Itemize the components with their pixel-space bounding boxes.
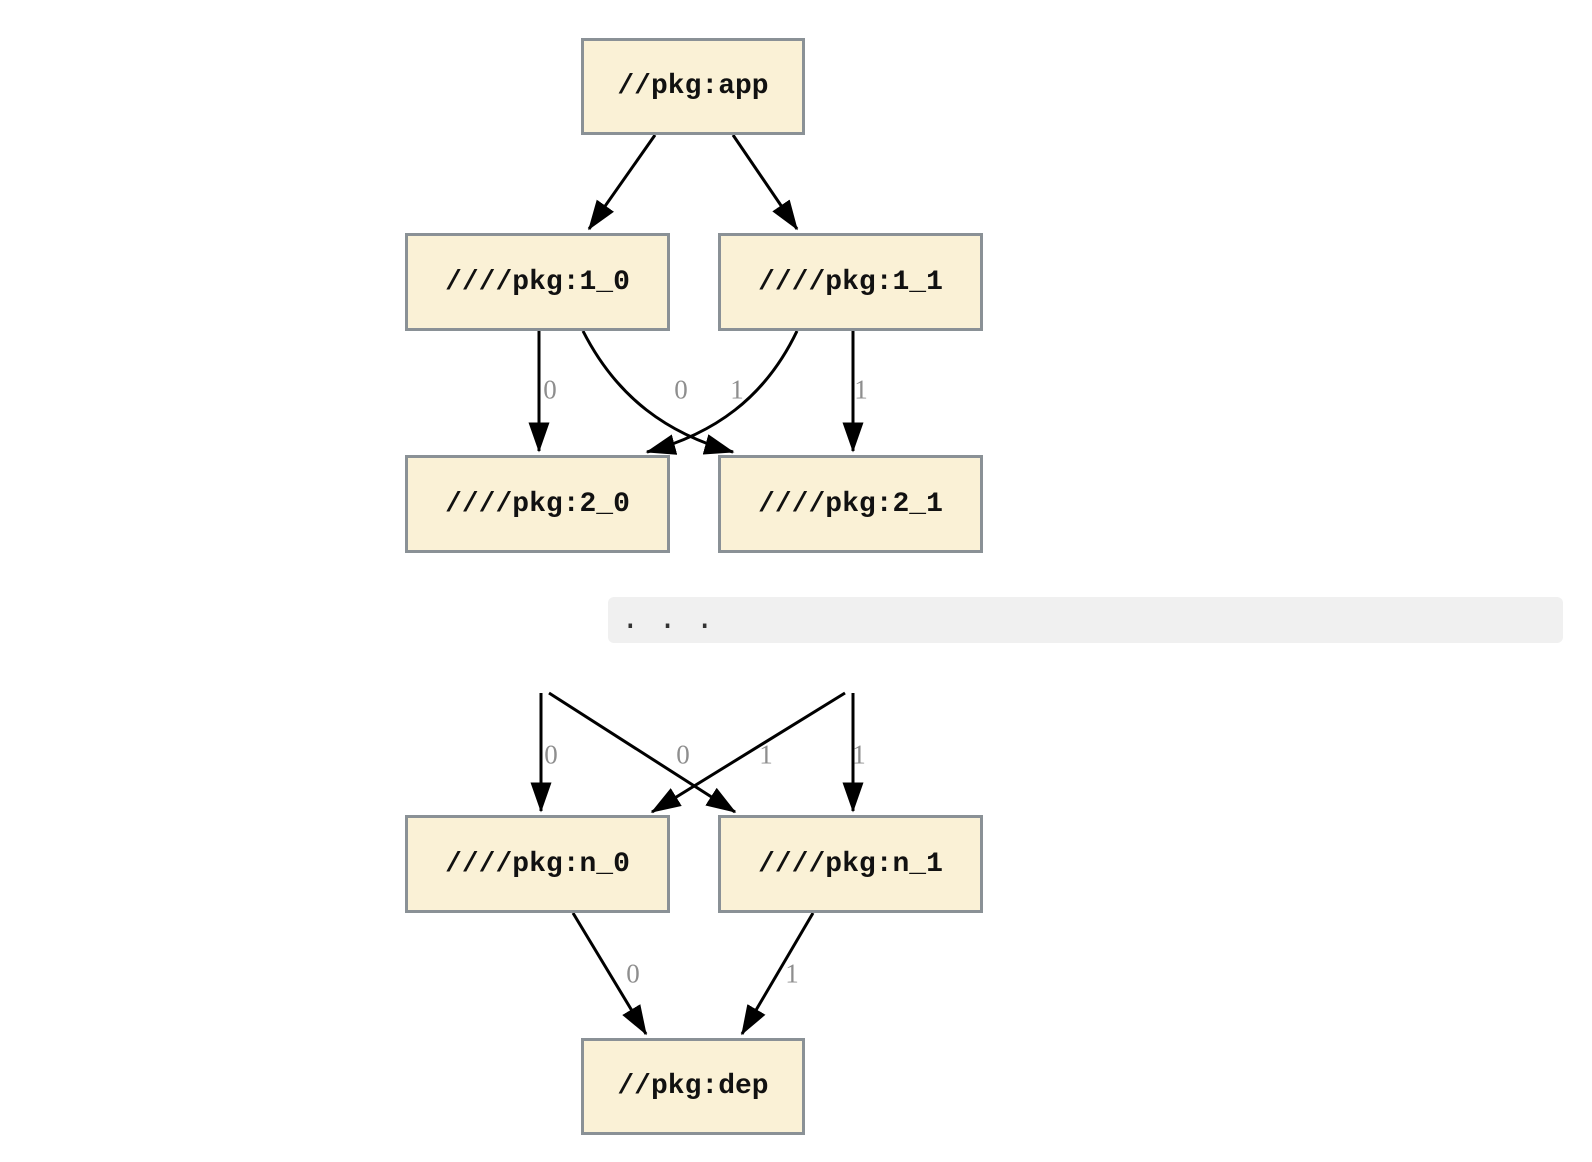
edge-label: 1 [854,374,868,405]
edge-ellipsis-to-n_1-cross [548,691,737,814]
node-pkg-1-0: ////pkg:1_0 [405,233,670,331]
edge-1_1-to-2_0 [645,330,799,455]
edge-label: 0 [626,958,640,989]
edge-label: 0 [674,374,688,405]
edge-label: 0 [676,739,690,770]
ellipsis-dots: . . . [621,603,715,638]
edge-1_0-to-2_1 [581,330,735,455]
edge-label: 1 [852,739,866,770]
ellipsis-separator-bar: . . . [608,597,1563,643]
edge-app-to-1_1 [731,134,799,231]
edge-label: 0 [543,374,557,405]
edge-app-to-1_0 [587,134,657,231]
node-pkg-1-1: ////pkg:1_1 [718,233,983,331]
node-pkg-n-1: ////pkg:n_1 [718,815,983,913]
edge-label: 1 [785,958,799,989]
edge-n_1-to-dep [740,912,815,1036]
node-pkg-2-0: ////pkg:2_0 [405,455,670,553]
node-pkg-dep: //pkg:dep [581,1038,805,1135]
node-pkg-n-0: ////pkg:n_0 [405,815,670,913]
edge-label: 1 [759,739,773,770]
edge-label: 0 [544,739,558,770]
node-pkg-app: //pkg:app [581,38,805,135]
node-pkg-2-1: ////pkg:2_1 [718,455,983,553]
edge-label: 1 [730,374,744,405]
